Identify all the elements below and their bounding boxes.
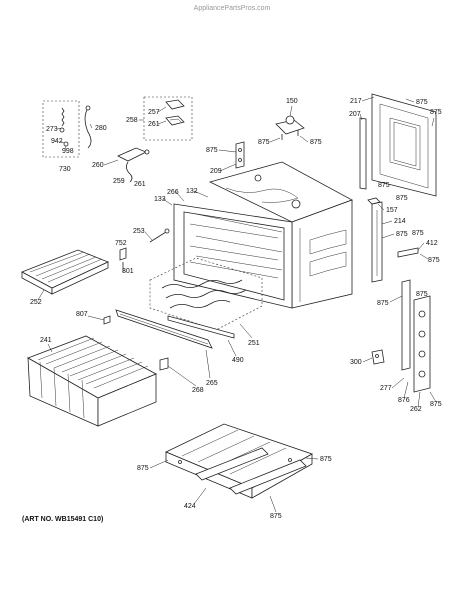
callout-253[interactable]: 253 bbox=[133, 228, 145, 235]
callout-257[interactable]: 257 bbox=[148, 109, 160, 116]
rail-490 bbox=[167, 315, 235, 339]
callout-875-424-right[interactable]: 875 bbox=[320, 456, 332, 463]
callout-875-262-bottom[interactable]: 875 bbox=[430, 401, 442, 408]
callout-875-262-left[interactable]: 875 bbox=[377, 300, 389, 307]
part-150 bbox=[275, 115, 305, 140]
callout-157[interactable]: 157 bbox=[386, 207, 398, 214]
callout-132[interactable]: 132 bbox=[186, 188, 198, 195]
callout-300[interactable]: 300 bbox=[350, 359, 362, 366]
callout-209[interactable]: 209 bbox=[210, 168, 222, 175]
callout-412[interactable]: 412 bbox=[426, 240, 438, 247]
callout-261-top[interactable]: 261 bbox=[148, 121, 160, 128]
callout-207[interactable]: 207 bbox=[349, 111, 361, 118]
art-number: (ART NO. WB15491 C10) bbox=[22, 516, 103, 523]
callout-241[interactable]: 241 bbox=[40, 337, 52, 344]
callout-875-424-left[interactable]: 875 bbox=[137, 465, 149, 472]
rear-panel-217 bbox=[359, 93, 437, 197]
kit-group-258 bbox=[117, 96, 193, 183]
bake-element-251 bbox=[149, 257, 263, 331]
callout-265[interactable]: 265 bbox=[206, 380, 218, 387]
channel-214 bbox=[367, 197, 383, 283]
callout-280[interactable]: 280 bbox=[95, 125, 107, 132]
oven-rack-241 bbox=[27, 335, 157, 427]
bar-412 bbox=[397, 247, 419, 258]
rack-252 bbox=[21, 249, 110, 295]
trim-265 bbox=[115, 309, 213, 349]
callout-133[interactable]: 133 bbox=[154, 196, 166, 203]
callout-875-157[interactable]: 875 bbox=[396, 195, 408, 202]
part-752 bbox=[119, 247, 127, 272]
callout-150[interactable]: 150 bbox=[286, 98, 298, 105]
callout-942[interactable]: 942 bbox=[51, 138, 63, 145]
callout-752[interactable]: 752 bbox=[115, 240, 127, 247]
callout-875-412-bottom[interactable]: 875 bbox=[428, 257, 440, 264]
source-watermark: AppliancePartsPros.com bbox=[194, 5, 271, 12]
callout-875-424-bottom[interactable]: 875 bbox=[270, 513, 282, 520]
callout-875-top[interactable]: 875 bbox=[416, 99, 428, 106]
kit-group-730 bbox=[42, 100, 92, 158]
bracket-209 bbox=[235, 141, 245, 169]
callout-262[interactable]: 262 bbox=[410, 406, 422, 413]
callout-875-150-right[interactable]: 875 bbox=[310, 139, 322, 146]
callout-876[interactable]: 876 bbox=[398, 397, 410, 404]
callout-807[interactable]: 807 bbox=[76, 311, 88, 318]
callout-252[interactable]: 252 bbox=[30, 299, 42, 306]
callout-875-mid[interactable]: 875 bbox=[378, 182, 390, 189]
bar-807 bbox=[103, 315, 111, 325]
callout-259[interactable]: 259 bbox=[113, 178, 125, 185]
callout-875-right-top[interactable]: 875 bbox=[430, 109, 442, 116]
callout-217[interactable]: 217 bbox=[350, 98, 362, 105]
callout-266[interactable]: 266 bbox=[167, 189, 179, 196]
callout-875-262-top[interactable]: 875 bbox=[416, 291, 428, 298]
callout-277[interactable]: 277 bbox=[380, 385, 392, 392]
callout-875-412[interactable]: 875 bbox=[412, 230, 424, 237]
callout-301[interactable]: 301 bbox=[122, 268, 134, 275]
oven-cavity-assembly bbox=[173, 161, 353, 309]
callout-251[interactable]: 251 bbox=[248, 340, 260, 347]
part-300 bbox=[371, 349, 385, 365]
callout-261-bottom[interactable]: 261 bbox=[134, 181, 146, 188]
callout-875-214[interactable]: 875 bbox=[396, 231, 408, 238]
callout-273[interactable]: 273 bbox=[46, 126, 58, 133]
callout-875-bracket[interactable]: 875 bbox=[206, 147, 218, 154]
callout-998[interactable]: 998 bbox=[62, 148, 74, 155]
callout-730[interactable]: 730 bbox=[59, 166, 71, 173]
callout-214[interactable]: 214 bbox=[394, 218, 406, 225]
base-tray-424 bbox=[165, 423, 313, 499]
callout-260[interactable]: 260 bbox=[92, 162, 104, 169]
callout-490[interactable]: 490 bbox=[232, 357, 244, 364]
callout-424[interactable]: 424 bbox=[184, 503, 196, 510]
callout-258[interactable]: 258 bbox=[126, 117, 138, 124]
part-253 bbox=[149, 228, 170, 243]
vent-bracket-262 bbox=[401, 279, 431, 393]
bracket-268 bbox=[159, 357, 169, 371]
callout-268[interactable]: 268 bbox=[192, 387, 204, 394]
callout-875-150[interactable]: 875 bbox=[258, 139, 270, 146]
